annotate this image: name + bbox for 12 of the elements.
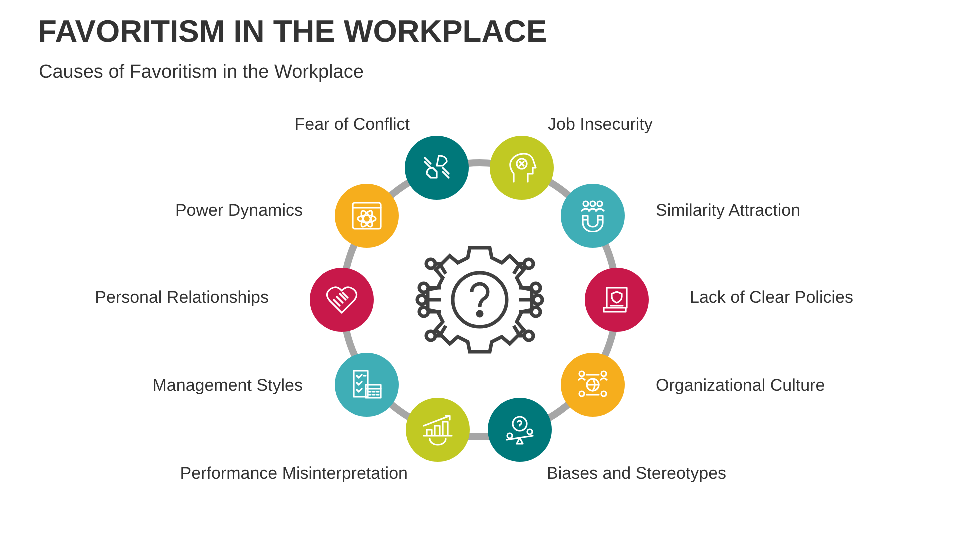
cause-label: Fear of Conflict xyxy=(294,115,410,135)
cause-label: Performance Misinterpretation xyxy=(180,464,408,484)
cause-label: Power Dynamics xyxy=(175,201,303,221)
cause-label: Job Insecurity xyxy=(548,115,653,135)
cause-label: Personal Relationships xyxy=(95,288,269,308)
cause-label: Lack of Clear Policies xyxy=(690,288,854,308)
cause-label: Organizational Culture xyxy=(656,376,826,396)
title: FAVORITISM IN THE WORKPLACE xyxy=(38,14,548,50)
cause-label: Similarity Attraction xyxy=(656,201,801,221)
subtitle: Causes of Favoritism in the Workplace xyxy=(39,62,364,84)
cause-label: Management Styles xyxy=(152,376,303,396)
cause-label: Biases and Stereotypes xyxy=(547,464,727,484)
